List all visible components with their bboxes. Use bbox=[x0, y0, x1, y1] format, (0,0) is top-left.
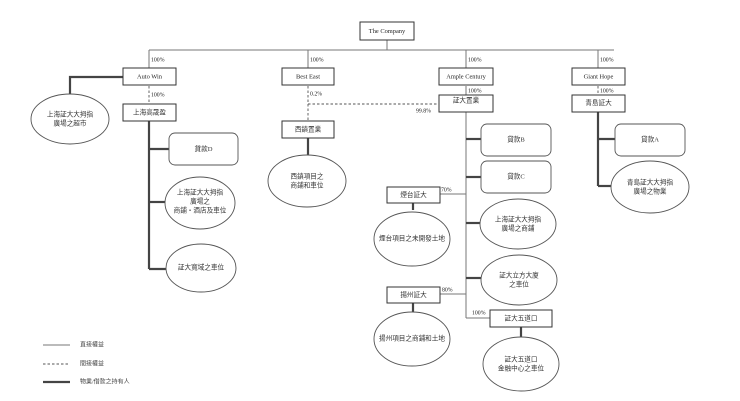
legend-label-direct: 直接權益 bbox=[80, 340, 104, 348]
node-qingdao-label: 青島証大 bbox=[585, 98, 612, 107]
node-xizhen-project: 西鎮項目之 商鋪和車位 bbox=[267, 154, 347, 208]
node-wujiaochang-parking-line-2: 金融中心之車位 bbox=[498, 364, 545, 373]
node-wujiaochang-parking: 証大五道口 金融中心之車位 bbox=[482, 336, 560, 392]
node-yangzhou-project-label: 揚州項目之商鋪和土地 bbox=[379, 334, 445, 343]
percentages: 100% 100% 100% 100% 100% 0.2% 99.8% 100%… bbox=[151, 57, 614, 316]
node-loan-d-label: 貸款D bbox=[195, 144, 213, 153]
node-kuancheng-label: 証大寬域之車位 bbox=[178, 263, 225, 272]
node-best-east: Best East bbox=[281, 67, 335, 86]
node-zhengda-zhiye: 証大置業 bbox=[438, 94, 494, 113]
node-xizhen-project-line-1: 西鎮項目之 bbox=[291, 172, 324, 181]
node-zhengda-zhiye-label: 証大置業 bbox=[453, 96, 480, 105]
node-ample-century-label: Ample Century bbox=[446, 73, 486, 80]
node-qingdao-property: 青島証大大拇指 廣場之物業 bbox=[610, 160, 690, 214]
pct-best-east-to-xizhen: 0.2% bbox=[310, 91, 322, 97]
node-cube-parking-line-1: 証大立方大廈 bbox=[499, 271, 539, 280]
pct-best-east: 100% bbox=[310, 57, 324, 63]
node-auto-win: Auto Win bbox=[122, 67, 177, 86]
pct-gaosheng: 100% bbox=[151, 92, 165, 98]
node-xizhen: 西鎮置業 bbox=[281, 120, 335, 139]
node-cube-parking: 証大立方大廈 之車位 bbox=[480, 254, 558, 306]
node-the-company: The Company bbox=[359, 21, 415, 41]
node-supermarket-line-2: 廣場之超市 bbox=[54, 119, 87, 128]
node-giant-hope: Giant Hope bbox=[571, 67, 626, 86]
node-loan-b-label: 貸款B bbox=[507, 135, 525, 144]
pct-auto-win: 100% bbox=[151, 57, 165, 63]
node-thumb-shops: 上海証大大拇指 廣場之商鋪 bbox=[479, 198, 557, 250]
node-yantai-land-label: 煙台項目之未開發土地 bbox=[379, 234, 445, 243]
node-loan-c: 貸款C bbox=[480, 160, 552, 194]
node-shops-hotel: 上海証大大拇指 廣場之 商鋪‧酒店及車位 bbox=[164, 176, 236, 230]
node-xizhen-project-line-2: 商鋪和車位 bbox=[291, 181, 324, 190]
node-wujiaochang-label: 証大五道口 bbox=[505, 314, 538, 323]
pct-giant-hope: 100% bbox=[600, 57, 614, 63]
node-gaosheng-label: 上海高晟盈 bbox=[133, 108, 166, 117]
holder-line-supermarket bbox=[68, 75, 123, 95]
legend: 直接權益 間接權益 物業/借款之持有人 bbox=[43, 340, 130, 385]
node-qingdao-property-line-1: 青島証大大拇指 bbox=[627, 178, 674, 187]
pct-qingdao: 100% bbox=[600, 88, 614, 94]
legend-label-indirect: 間接權益 bbox=[80, 359, 104, 367]
node-shops-hotel-line-1: 上海証大大拇指 bbox=[177, 188, 224, 197]
node-thumb-shops-line-2: 廣場之商鋪 bbox=[502, 224, 535, 233]
node-kuancheng: 証大寬域之車位 bbox=[165, 243, 237, 293]
node-yantai-land: 煙台項目之未開發土地 bbox=[373, 211, 451, 267]
node-qingdao: 青島証大 bbox=[571, 94, 626, 113]
node-the-company-label: The Company bbox=[369, 28, 406, 35]
pct-ample-century: 100% bbox=[468, 57, 482, 63]
node-yangzhou-project: 揚州項目之商鋪和土地 bbox=[373, 311, 451, 367]
pct-yangzhou: 80% bbox=[442, 287, 453, 293]
legend-label-holder: 物業/借款之持有人 bbox=[80, 377, 130, 385]
node-qingdao-property-line-2: 廣場之物業 bbox=[634, 187, 667, 196]
node-yangzhou-label: 揚州証大 bbox=[400, 290, 427, 299]
pct-zhengda-to-xizhen: 99.8% bbox=[416, 108, 431, 114]
node-loan-d: 貸款D bbox=[168, 132, 239, 166]
node-wujiaochang-parking-line-1: 証大五道口 bbox=[505, 355, 538, 364]
node-giant-hope-label: Giant Hope bbox=[584, 73, 614, 80]
node-gaosheng: 上海高晟盈 bbox=[122, 103, 177, 122]
pct-zhengda: 100% bbox=[468, 88, 482, 94]
connectors bbox=[68, 40, 615, 339]
node-shops-hotel-line-2: 廣場之 bbox=[190, 197, 210, 206]
node-loan-a: 貸款A bbox=[614, 123, 686, 157]
node-loan-b: 貸款B bbox=[480, 123, 552, 157]
node-shops-hotel-line-3: 商鋪‧酒店及車位 bbox=[174, 206, 227, 215]
node-cube-parking-line-2: 之車位 bbox=[509, 280, 529, 289]
node-supermarket-line-1: 上海証大大拇指 bbox=[47, 110, 94, 119]
node-wujiaochang: 証大五道口 bbox=[489, 309, 553, 328]
node-thumb-shops-line-1: 上海証大大拇指 bbox=[495, 215, 542, 224]
node-auto-win-label: Auto Win bbox=[137, 73, 163, 80]
node-yangzhou: 揚州証大 bbox=[386, 286, 441, 304]
node-supermarket: 上海証大大拇指 廣場之超市 bbox=[30, 93, 110, 145]
pct-yantai: 70% bbox=[441, 187, 452, 193]
node-loan-c-label: 貸款C bbox=[507, 172, 525, 181]
pct-wujiaochang: 100% bbox=[472, 310, 486, 316]
node-xizhen-label: 西鎮置業 bbox=[295, 125, 322, 134]
node-yantai-label: 煙台証大 bbox=[400, 190, 427, 199]
node-ample-century: Ample Century bbox=[438, 67, 494, 86]
node-best-east-label: Best East bbox=[296, 73, 320, 80]
node-yantai: 煙台証大 bbox=[386, 186, 441, 204]
node-loan-a-label: 貸款A bbox=[641, 135, 659, 144]
